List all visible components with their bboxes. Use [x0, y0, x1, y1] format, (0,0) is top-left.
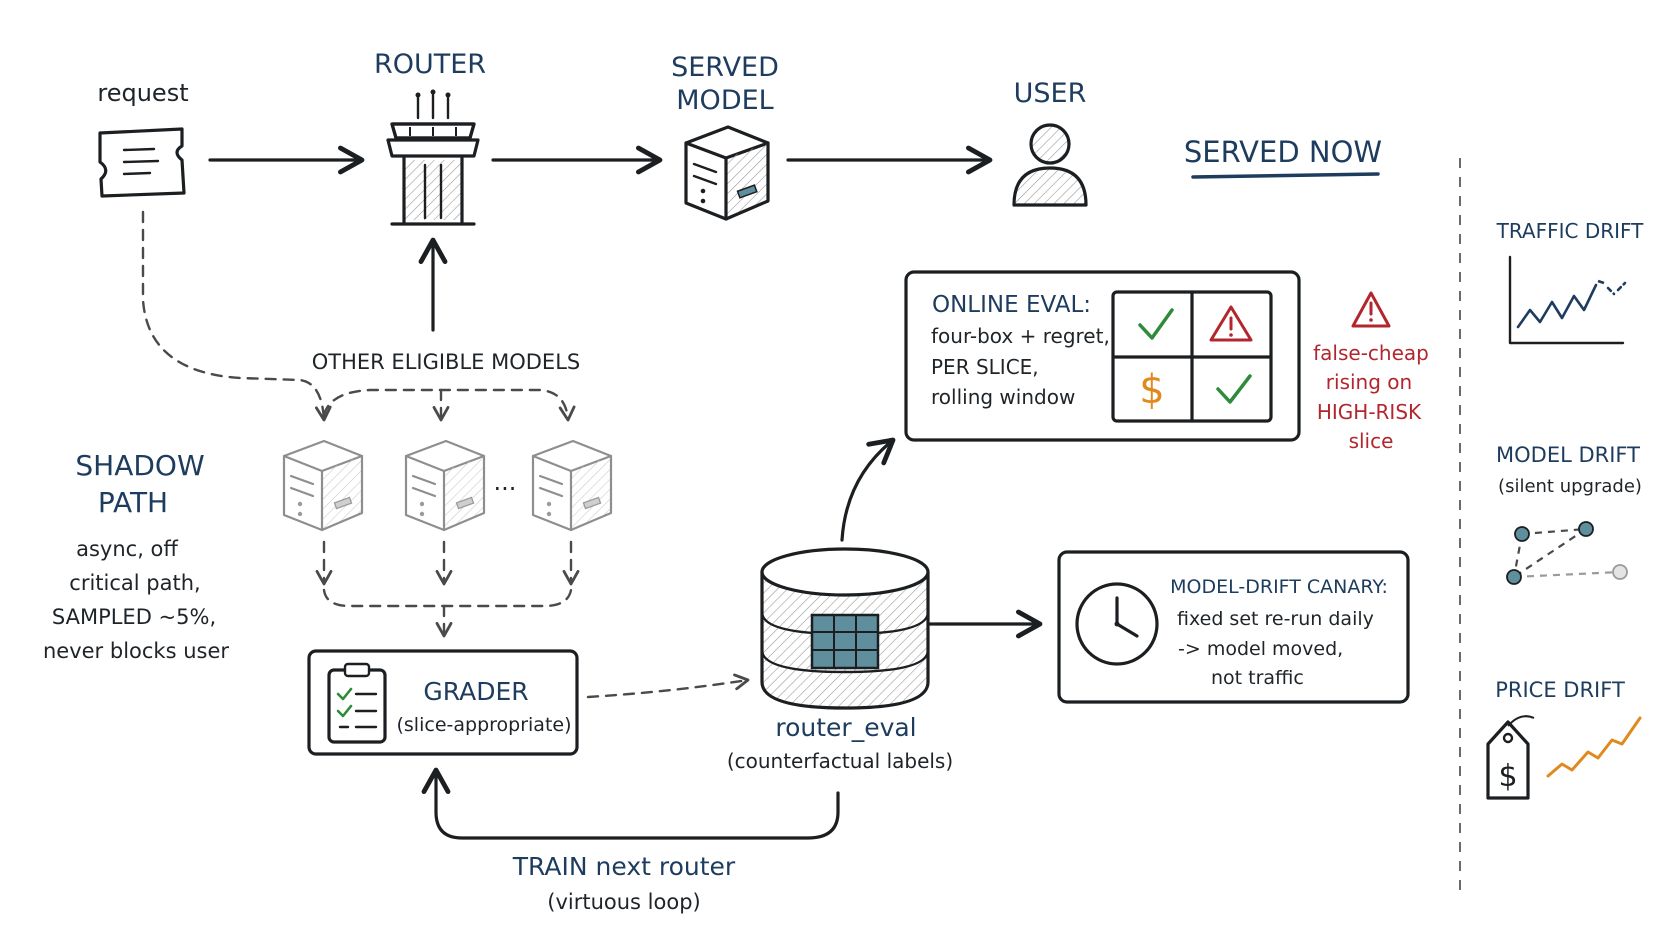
svg-text:$: $: [1498, 759, 1517, 794]
served-now-underline: [1191, 172, 1380, 179]
arrow-eval-online: [840, 437, 896, 542]
train-title: TRAIN next router: [512, 852, 736, 881]
check-icon: [1138, 308, 1174, 340]
train-subtitle: (virtuous loop): [547, 890, 700, 914]
candidate-server-icon: [282, 439, 364, 532]
router-label: ROUTER: [374, 49, 486, 80]
request-label: request: [97, 79, 188, 107]
ellipsis-label: ...: [494, 468, 517, 496]
online-eval-line: PER SLICE,: [931, 355, 1039, 379]
other-models-label: OTHER ELIGIBLE MODELS: [312, 350, 580, 374]
clock-icon: [1075, 582, 1159, 666]
router-eval-title: router_eval: [775, 713, 916, 742]
user-icon: [1012, 123, 1088, 207]
ticket-icon: [98, 127, 186, 198]
clipboard-icon: [327, 662, 387, 744]
arrow-grader-eval: [586, 673, 750, 699]
traffic-drift-chart-icon: [1508, 255, 1627, 345]
online-eval-box: [904, 270, 1301, 442]
canary-box: [1057, 550, 1410, 704]
canary-line: -> model moved,: [1178, 638, 1343, 660]
model-drift-sublabel: (silent upgrade): [1498, 476, 1642, 497]
four-box-grid: [1111, 290, 1273, 423]
check-icon: [1216, 374, 1252, 404]
alert-line: slice: [1349, 429, 1394, 453]
canary-line: not traffic: [1211, 667, 1304, 689]
fanin-dashed-join: [322, 588, 573, 608]
served-model-label-2: MODEL: [676, 85, 773, 116]
dollar-icon: $: [1139, 367, 1164, 413]
price-tag-icon: $: [1486, 715, 1535, 800]
served-now-label: SERVED NOW: [1184, 135, 1382, 169]
price-trend-icon: [1546, 716, 1642, 778]
traffic-drift-label: TRAFFIC DRIFT: [1496, 219, 1645, 243]
database-icon: [760, 547, 930, 710]
shadow-line: SAMPLED ~5%,: [52, 605, 216, 629]
alert-warning-icon: [1351, 291, 1391, 328]
alert-line: HIGH-RISK: [1317, 400, 1422, 424]
grader-subtitle: (slice-appropriate): [397, 714, 572, 736]
shadow-line: async, off: [76, 537, 178, 561]
online-eval-line: four-box + regret,: [931, 324, 1110, 348]
shadow-line: critical path,: [69, 571, 200, 595]
price-drift-label: PRICE DRIFT: [1495, 678, 1625, 702]
alert-line: rising on: [1326, 370, 1412, 394]
canary-line: fixed set re-run daily: [1177, 608, 1374, 630]
online-eval-title: ONLINE EVAL:: [932, 292, 1091, 318]
alert-line: false-cheap: [1313, 341, 1429, 365]
router-eval-subtitle: (counterfactual labels): [727, 749, 953, 773]
model-drift-graph-icon: [1506, 521, 1628, 585]
control-tower-icon: [386, 89, 480, 226]
user-label: USER: [1014, 78, 1087, 109]
grader-box: [307, 649, 579, 756]
model-drift-label: MODEL DRIFT: [1496, 443, 1640, 467]
candidate-server-icon: [404, 439, 486, 532]
train-loop-arrow: [421, 767, 840, 840]
server-icon: [684, 125, 770, 221]
shadow-line: never blocks user: [43, 639, 229, 663]
shadow-title-1: SHADOW: [75, 449, 204, 482]
served-model-label-1: SERVED: [671, 52, 779, 83]
fanout-dashed-path: [322, 388, 576, 422]
warning-icon: [1209, 305, 1253, 342]
online-eval-line: rolling window: [931, 385, 1075, 409]
shadow-title-2: PATH: [98, 486, 168, 519]
shadow-dashed-path: [141, 210, 332, 422]
candidate-server-icon: [531, 439, 613, 532]
grader-title: GRADER: [423, 677, 528, 706]
canary-title: MODEL-DRIFT CANARY:: [1170, 576, 1388, 598]
